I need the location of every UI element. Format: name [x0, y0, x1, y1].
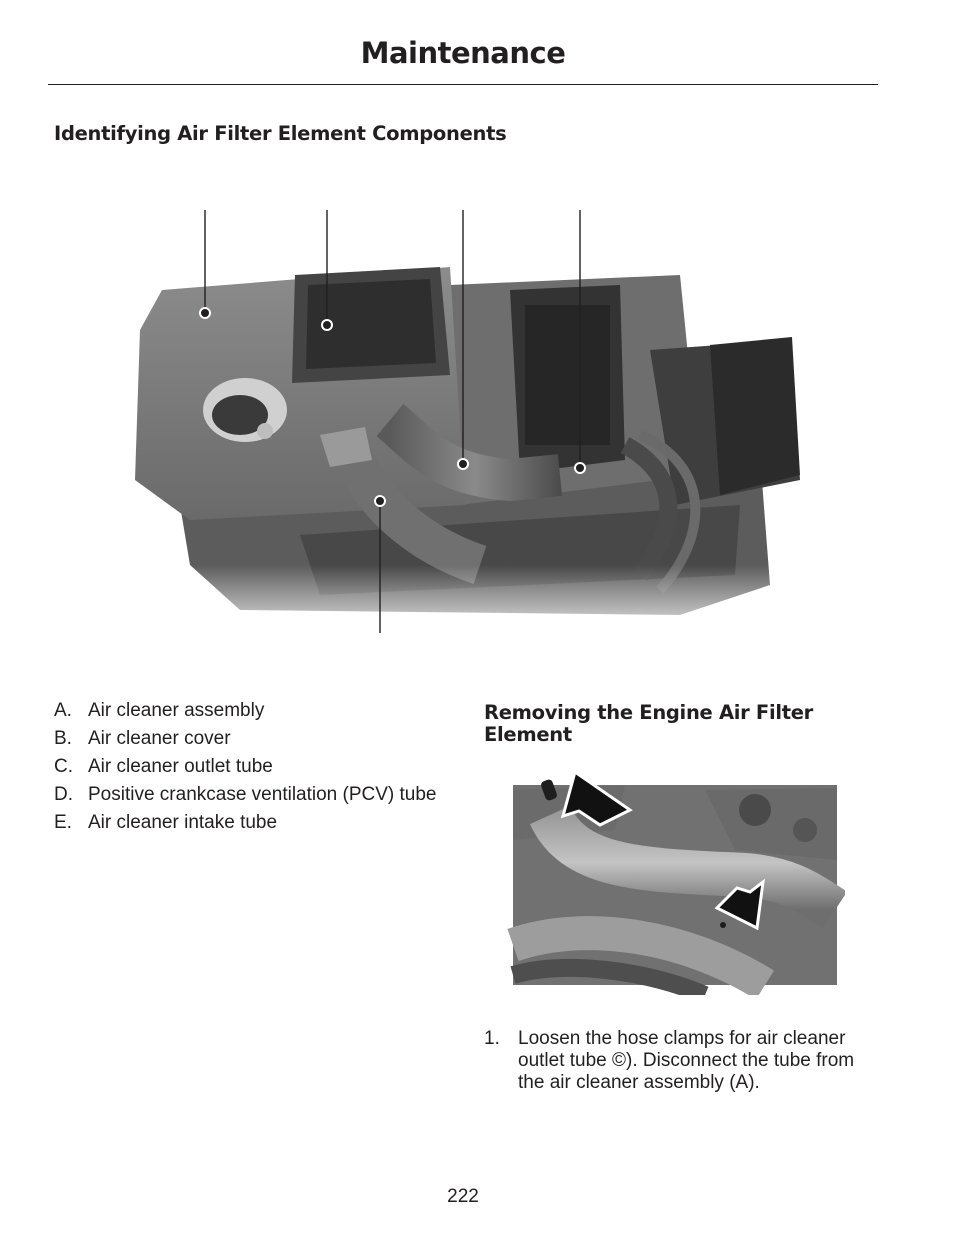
list-item: E. Air cleaner intake tube	[54, 812, 444, 833]
legend-text: Positive crankcase ventilation (PCV) tub…	[88, 784, 437, 805]
page-number: 222	[447, 1186, 479, 1207]
step-text: Loosen the hose clamps for air cleaner o…	[518, 1028, 855, 1093]
list-item: A. Air cleaner assembly	[54, 700, 444, 721]
legend-text: Air cleaner assembly	[88, 700, 265, 721]
list-item: B. Air cleaner cover	[54, 728, 444, 749]
step-number: 1.	[484, 1028, 500, 1049]
component-legend: A. Air cleaner assembly B. Air cleaner c…	[54, 700, 444, 840]
engine-bay-illustration	[120, 205, 820, 649]
legend-letter: A.	[54, 700, 72, 721]
arrow-icon	[560, 769, 633, 827]
legend-letter: B.	[54, 728, 72, 749]
legend-letter: E.	[54, 812, 72, 833]
legend-text: Air cleaner cover	[88, 728, 231, 749]
list-item: 1. Loosen the hose clamps for air cleane…	[484, 1028, 884, 1094]
legend-text: Air cleaner outlet tube	[88, 756, 273, 777]
list-item: C. Air cleaner outlet tube	[54, 756, 444, 777]
legend-letter: D.	[54, 784, 73, 805]
removal-heading: Removing the Engine Air Filter Element	[484, 701, 813, 746]
list-item: D. Positive crankcase ventilation (PCV) …	[54, 784, 444, 805]
legend-letter: C.	[54, 756, 73, 777]
title-divider	[48, 84, 878, 85]
removal-steps: 1. Loosen the hose clamps for air cleane…	[484, 1028, 884, 1094]
section-heading: Identifying Air Filter Element Component…	[54, 122, 507, 145]
legend-text: Air cleaner intake tube	[88, 812, 278, 833]
arrow-icon	[714, 878, 765, 931]
hose-clamp-illustration	[505, 769, 848, 1004]
page-title: Maintenance	[360, 36, 566, 70]
